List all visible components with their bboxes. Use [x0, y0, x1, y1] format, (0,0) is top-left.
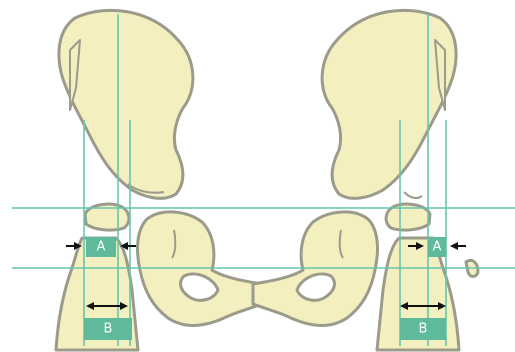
right-label-a: A — [433, 240, 442, 255]
right-ilium — [322, 10, 456, 198]
right-label-b: B — [419, 322, 428, 337]
left-ilium — [59, 10, 193, 198]
left-label-a: A — [97, 240, 106, 255]
left-label-b: B — [104, 322, 113, 337]
right-ilium-edge — [404, 192, 422, 198]
